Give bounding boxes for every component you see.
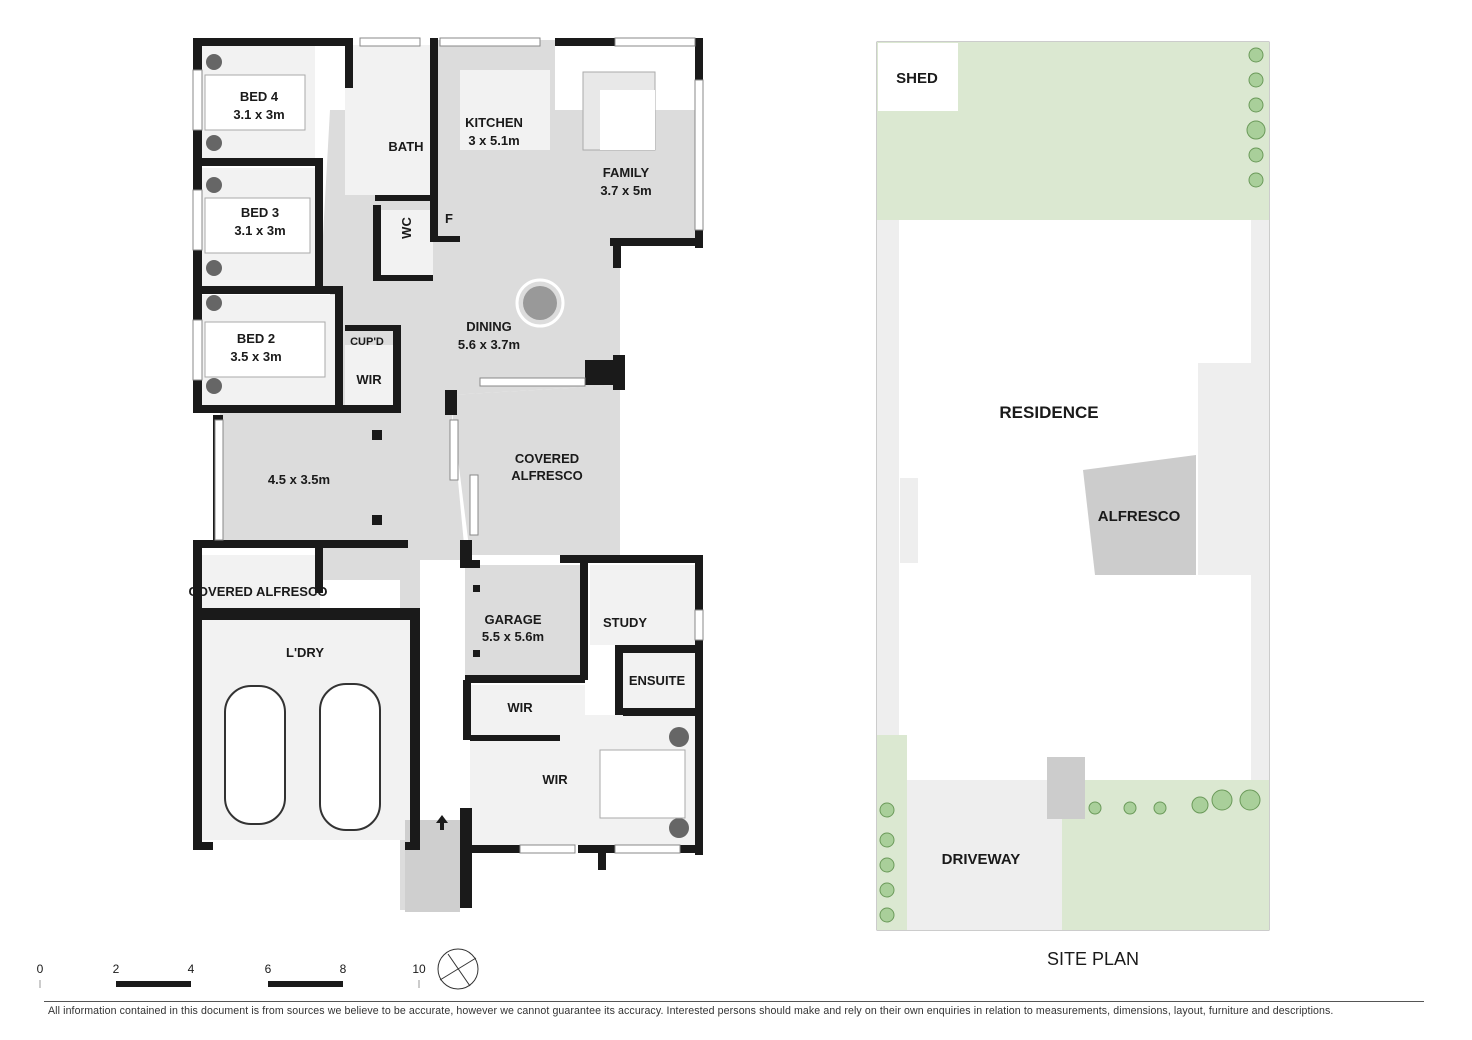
floor-plan-drawing: BED 4 3.1 x 3m BED 3 3.1 x 3m BED 2 3.5 … bbox=[37, 37, 1270, 990]
bed2-size: 3.5 x 3m bbox=[230, 349, 281, 364]
side-path-right bbox=[1251, 220, 1269, 780]
dining-table bbox=[523, 286, 557, 320]
bed1-name: WIR bbox=[542, 772, 568, 787]
site-labels: SHED RESIDENCE ALFRESCO DRIVEWAY SITE PL… bbox=[896, 70, 1180, 969]
scale-segment-2 bbox=[268, 981, 343, 987]
scale-tick-10: 10 bbox=[412, 962, 426, 976]
ensuite-name: STUDY bbox=[603, 615, 647, 630]
footer-divider bbox=[44, 1001, 1424, 1002]
residence-wing bbox=[1198, 363, 1253, 575]
alfresco-floor bbox=[450, 385, 620, 555]
kitchen-size: 3 x 5.1m bbox=[468, 133, 519, 148]
scale-tick-8: 8 bbox=[340, 962, 347, 976]
family-size: 3.7 x 5m bbox=[600, 183, 651, 198]
kitchen-name: KITCHEN bbox=[465, 115, 523, 130]
bath-floor bbox=[345, 45, 430, 195]
fridge-name: F bbox=[445, 211, 453, 226]
study-floor bbox=[465, 565, 580, 675]
bed2-name: BED 2 bbox=[237, 331, 275, 346]
living-size: 4.5 x 3.5m bbox=[268, 472, 330, 487]
laundry-name: COVERED ALFRESCO bbox=[189, 584, 328, 599]
wc-floor bbox=[378, 210, 433, 278]
study-size: 5.5 x 5.6m bbox=[482, 629, 544, 644]
north-compass-icon bbox=[437, 948, 479, 990]
scale-tick-2: 2 bbox=[113, 962, 120, 976]
cars bbox=[224, 683, 381, 831]
site-plan-title: SITE PLAN bbox=[1047, 949, 1139, 969]
site-plan: SHED RESIDENCE ALFRESCO DRIVEWAY SITE PL… bbox=[876, 41, 1270, 969]
side-path-left bbox=[877, 220, 899, 735]
disclaimer-text: All information contained in this docume… bbox=[48, 1005, 1334, 1017]
alfresco-name-1: COVERED bbox=[515, 451, 579, 466]
room-labels: BED 4 3.1 x 3m BED 3 3.1 x 3m BED 2 3.5 … bbox=[189, 89, 686, 787]
alfresco-area bbox=[1083, 455, 1196, 575]
porch-area bbox=[1047, 757, 1085, 819]
scale-segment-1 bbox=[116, 981, 191, 987]
driveway-label: DRIVEWAY bbox=[942, 851, 1021, 868]
study-name: GARAGE bbox=[484, 612, 541, 627]
wir-bed1-name: WIR bbox=[507, 700, 533, 715]
driveway-area bbox=[877, 780, 1062, 930]
dining-size: 5.6 x 3.7m bbox=[458, 337, 520, 352]
wir-bed2-floor bbox=[345, 345, 393, 405]
residence-label: RESIDENCE bbox=[999, 403, 1098, 422]
ensuite-floor bbox=[590, 565, 695, 645]
scale-bar: 0 2 4 6 8 10 bbox=[37, 948, 479, 990]
dining-chairs bbox=[515, 278, 565, 328]
shrubs bbox=[879, 47, 1266, 923]
lamps bbox=[206, 54, 689, 838]
wir-bed2-name: WIR bbox=[356, 372, 382, 387]
cupd-name: CUP'D bbox=[350, 336, 384, 348]
bed3-size: 3.1 x 3m bbox=[234, 223, 285, 238]
bed4-name: BED 4 bbox=[240, 89, 279, 104]
wir-ens-name: ENSUITE bbox=[629, 673, 686, 688]
beds bbox=[204, 74, 686, 819]
alfresco-label: ALFRESCO bbox=[1098, 508, 1181, 525]
shed-area bbox=[878, 43, 958, 111]
pillars bbox=[372, 430, 480, 657]
shed-label: SHED bbox=[896, 70, 938, 87]
wc-name: WC bbox=[399, 217, 414, 239]
dining-name: DINING bbox=[466, 319, 512, 334]
bath-name: BATH bbox=[388, 139, 423, 154]
scale-tick-4: 4 bbox=[188, 962, 195, 976]
wir-ens-floor bbox=[620, 650, 695, 710]
alfresco-name-2: ALFRESCO bbox=[511, 468, 583, 483]
bay-window bbox=[900, 478, 918, 563]
coffee-table bbox=[600, 90, 655, 150]
kitchen-bench bbox=[460, 70, 550, 150]
bed4-size: 3.1 x 3m bbox=[233, 107, 284, 122]
side-garden bbox=[877, 735, 907, 930]
floor-plan: BED 4 3.1 x 3m BED 3 3.1 x 3m BED 2 3.5 … bbox=[189, 37, 704, 912]
family-name: FAMILY bbox=[603, 165, 650, 180]
garage-name: L'DRY bbox=[286, 645, 324, 660]
scale-tick-0: 0 bbox=[37, 962, 44, 976]
windows bbox=[192, 37, 704, 854]
laundry-floor bbox=[200, 555, 320, 610]
entry-arrow bbox=[436, 815, 448, 830]
scale-tick-6: 6 bbox=[265, 962, 272, 976]
bed3-name: BED 3 bbox=[241, 205, 279, 220]
